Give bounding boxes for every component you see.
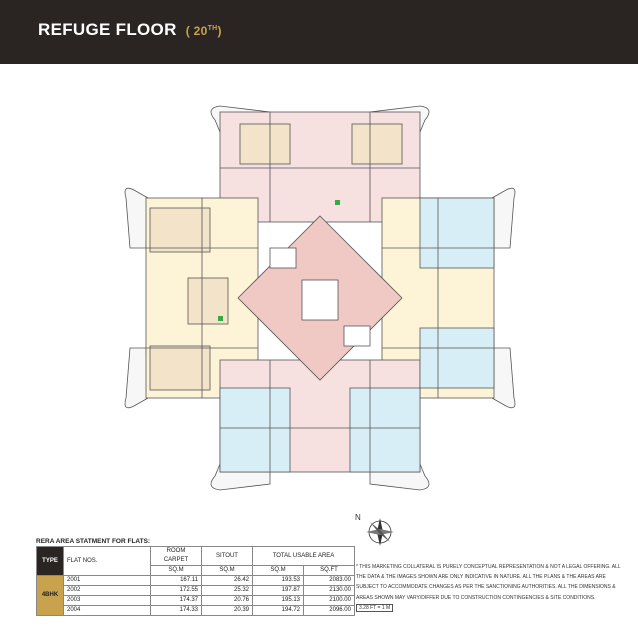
unit-total-sqm: SQ.M <box>252 565 304 576</box>
room-blue-1 <box>419 197 495 269</box>
total-sqft-value: 2083.00 <box>303 575 355 586</box>
carpet-value: 174.33 <box>150 605 202 616</box>
table-row: 2002 172.55 25.32 197.87 2130.00 <box>37 585 355 596</box>
marker-green-1 <box>335 200 340 205</box>
total-sqm-value: 197.87 <box>252 585 304 596</box>
room-blue-4 <box>349 387 421 473</box>
total-sqft-value: 2130.00 <box>303 585 355 596</box>
room-furnished-1 <box>239 123 291 165</box>
header-flat-nos: FLAT NOS. <box>63 546 151 576</box>
page-title: REFUGE FLOOR ( 20TH) <box>38 20 222 40</box>
north-label: N <box>355 513 361 522</box>
core-lift-1 <box>269 247 297 269</box>
rera-area-table: TYPE FLAT NOS. ROOM CARPET SITOUT TOTAL … <box>36 546 355 616</box>
disclaimer-text: * This marketing collateral is purely co… <box>356 562 626 613</box>
floor-close: ) <box>217 24 222 38</box>
disclaimer-body: * This marketing collateral is purely co… <box>356 564 621 601</box>
balcony-curve-left-top <box>124 187 149 249</box>
table-row: 4BHK 2001 167.11 26.42 193.53 2083.00 <box>36 575 355 616</box>
title-text: REFUGE FLOOR <box>38 20 177 39</box>
room-furnished-4 <box>149 345 211 391</box>
type-4bhk: 4BHK <box>36 575 64 616</box>
room-furnished-3 <box>149 207 211 253</box>
sitout-value: 20.39 <box>201 605 253 616</box>
scale-note: 3.28 FT = 1 M <box>356 603 394 612</box>
unit-sitout: SQ.M <box>201 565 253 576</box>
room-furnished-2 <box>351 123 403 165</box>
total-sqm-value: 193.53 <box>252 575 304 586</box>
floor-plan <box>124 105 516 491</box>
carpet-value: 167.11 <box>150 575 202 586</box>
unit-carpet: SQ.M <box>150 565 202 576</box>
table-row: 2003 174.37 20.76 195.13 2100.00 <box>37 595 355 606</box>
total-sqft-value: 2096.00 <box>303 605 355 616</box>
header-total: TOTAL USABLE AREA <box>252 546 355 566</box>
total-sqft-value: 2100.00 <box>303 595 355 606</box>
floor-prefix: ( 20 <box>185 24 208 38</box>
core-stair <box>301 279 339 321</box>
table-row: 2004 174.33 20.39 194.72 2096.00 <box>37 605 355 616</box>
compass-icon <box>366 518 394 546</box>
table-header-row: TYPE FLAT NOS. ROOM CARPET SITOUT TOTAL … <box>36 546 355 576</box>
sitout-value: 20.76 <box>201 595 253 606</box>
header-room-carpet: ROOM CARPET <box>150 546 202 566</box>
flat-no: 2001 <box>63 575 151 586</box>
carpet-value: 172.55 <box>150 585 202 596</box>
room-blue-2 <box>419 327 495 389</box>
room-blue-3 <box>219 387 291 473</box>
sitout-value: 25.32 <box>201 585 253 596</box>
table-title: RERA AREA STATMENT FOR FLATS: <box>36 538 151 545</box>
flat-no: 2004 <box>63 605 151 616</box>
balcony-curve-left-bottom <box>124 347 149 409</box>
sitout-value: 26.42 <box>201 575 253 586</box>
flat-no: 2003 <box>63 595 151 606</box>
floor-suffix-sup: TH <box>207 25 218 32</box>
floor-number: ( 20TH) <box>186 24 222 38</box>
flat-no: 2002 <box>63 585 151 596</box>
balcony-curve-right-bottom <box>491 347 516 409</box>
marker-green-2 <box>218 316 223 321</box>
balcony-curve-right-top <box>491 187 516 249</box>
header-type: TYPE <box>36 546 64 576</box>
header-sitout: SITOUT <box>201 546 253 566</box>
core-lift-2 <box>343 325 371 347</box>
carpet-value: 174.37 <box>150 595 202 606</box>
total-sqm-value: 195.13 <box>252 595 304 606</box>
unit-total-sqft: SQ.FT <box>303 565 355 576</box>
header-bar: REFUGE FLOOR ( 20TH) <box>0 0 638 64</box>
total-sqm-value: 194.72 <box>252 605 304 616</box>
